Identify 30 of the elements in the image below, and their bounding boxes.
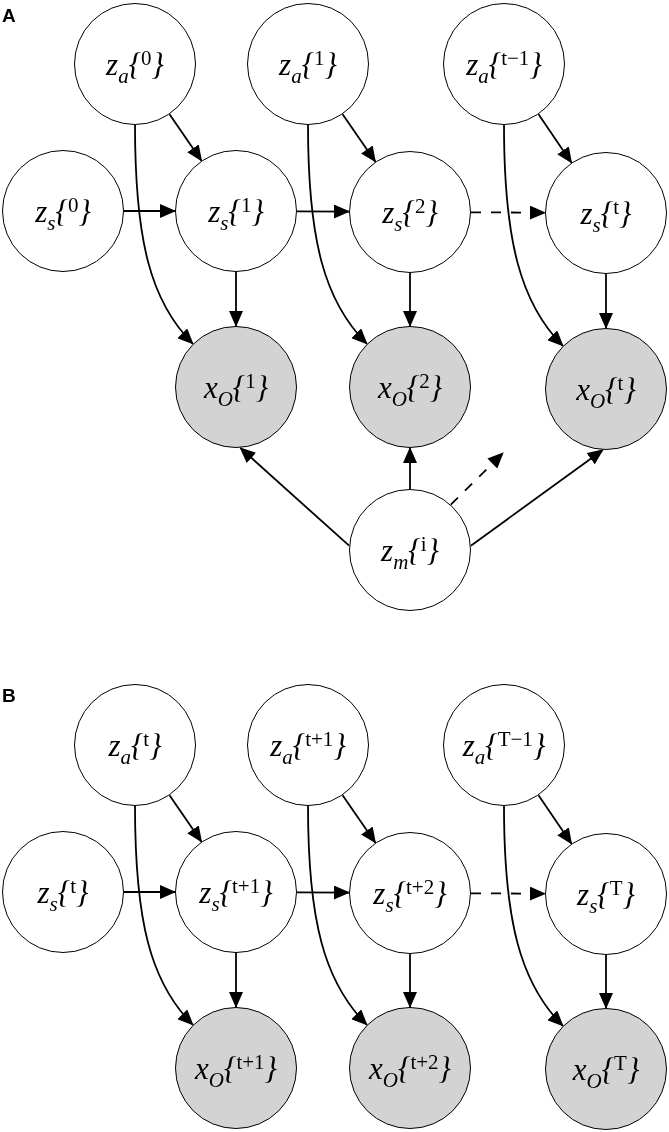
- arrow: [503, 124, 564, 347]
- arrow: [341, 794, 377, 844]
- arrow: [229, 271, 243, 327]
- arrow: [307, 124, 368, 345]
- panel-letter: A: [2, 6, 16, 25]
- arrow: [134, 805, 194, 1026]
- arrow: [239, 447, 350, 547]
- dashed-arrow: [470, 886, 546, 901]
- arrow: [168, 794, 203, 843]
- arrow: [599, 273, 613, 329]
- arrow: [537, 113, 573, 164]
- dashed-arrow: [449, 452, 504, 506]
- arrow: [403, 272, 417, 327]
- arrow: [341, 113, 377, 163]
- arrow: [599, 954, 613, 1009]
- arrow: [134, 124, 194, 345]
- panel-letter: B: [2, 686, 16, 705]
- arrow: [123, 204, 176, 218]
- arrow: [307, 805, 368, 1026]
- arrow: [296, 885, 350, 900]
- arrow: [168, 113, 203, 162]
- arrow: [503, 805, 564, 1027]
- dashed-arrow: [470, 205, 546, 220]
- arrow: [403, 447, 417, 490]
- arrow: [470, 449, 604, 547]
- arrow: [296, 204, 350, 219]
- arrow: [229, 952, 243, 1008]
- arrow: [123, 885, 176, 899]
- arrow: [537, 794, 573, 845]
- arrow: [403, 953, 417, 1008]
